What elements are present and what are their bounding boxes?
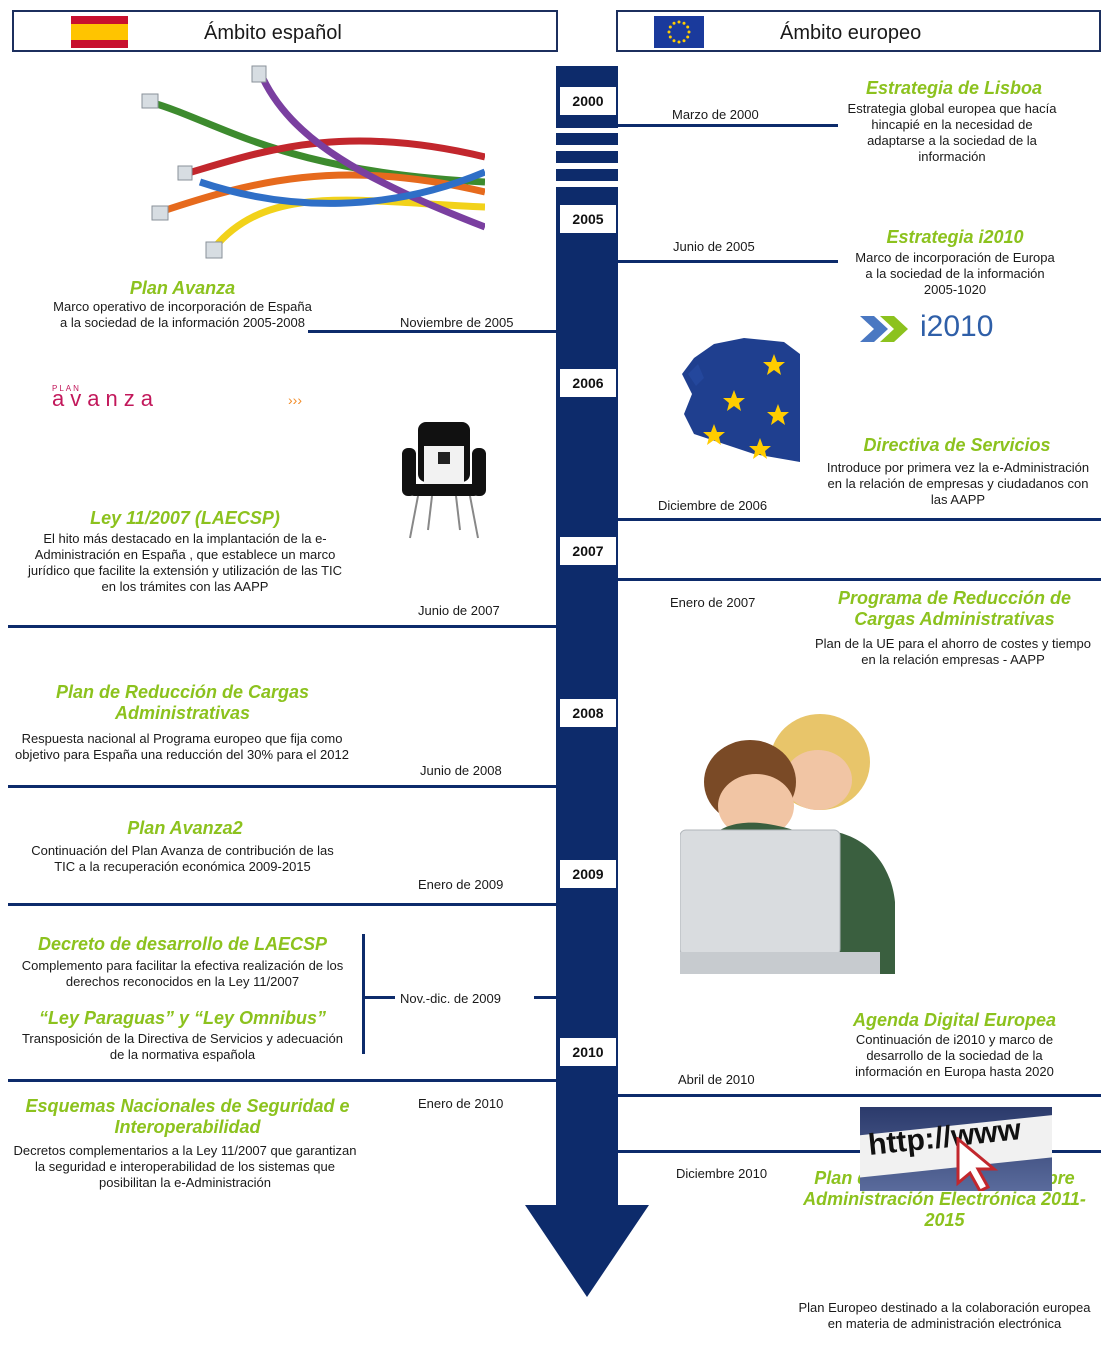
year-2005: 2005 (558, 203, 618, 235)
european-scope-header: Ámbito europeo (616, 10, 1101, 52)
connector-line (8, 625, 556, 628)
event-description: Decretos complementarios a la Ley 11/200… (13, 1143, 357, 1190)
event-description: Complemento para facilitar la efectiva r… (21, 958, 344, 989)
event-description: Plan de la UE para el ahorro de costes y… (814, 636, 1092, 667)
event-description: Transposición de la Directiva de Servici… (21, 1031, 344, 1062)
connector-line (534, 996, 556, 999)
bracket-line (362, 934, 365, 1054)
network-cables-image (141, 65, 485, 259)
event-description: Introduce por primera vez la e-Administr… (826, 460, 1090, 507)
logo-plan-text: PLAN (52, 384, 81, 393)
event-title: Estrategia de Lisboa (865, 78, 1043, 98)
event-title: Estrategia i2010 (886, 227, 1024, 247)
european-scope-title: Ámbito europeo (780, 22, 922, 44)
event-date: Junio de 2008 (420, 763, 502, 778)
year-2008: 2008 (558, 697, 618, 729)
event-date: Abril de 2010 (678, 1072, 755, 1087)
year-2009: 2009 (558, 858, 618, 890)
http-browser-image: http://www (860, 1107, 1052, 1191)
event-description: Marco operativo de incorporación de Espa… (53, 299, 312, 330)
event-title: Plan Avanza (129, 278, 236, 298)
cursor-arrow-icon (956, 1137, 999, 1191)
event-date: Enero de 2010 (418, 1096, 504, 1111)
spanish-scope-header: Ámbito español (12, 10, 558, 52)
year-2000: 2000 (558, 85, 618, 117)
i2010-logo: i2010 (860, 310, 1020, 348)
connector-line (618, 260, 838, 263)
event-title: Agenda Digital Europea (852, 1010, 1057, 1030)
event-description: Plan Europeo destinado a la colaboración… (798, 1300, 1091, 1331)
event-date: Enero de 2009 (418, 877, 504, 892)
event-title: Plan Avanza2 (127, 818, 243, 838)
event-title: Programa de Reducción de Cargas Administ… (837, 588, 1072, 629)
connector-line (8, 1079, 556, 1082)
event-description: Marco de incorporación de Europa a la so… (855, 250, 1055, 297)
connector-line (365, 996, 395, 999)
i2010-text: i2010 (920, 310, 994, 343)
event-date: Enero de 2007 (670, 595, 756, 610)
connector-line (618, 1150, 1101, 1153)
i2010-chevrons-icon (860, 316, 908, 342)
connector-line (8, 785, 556, 788)
plan-avanza-logo: PLAN avanza ››› (52, 384, 322, 414)
couple-laptop-image (680, 702, 900, 974)
year-2006: 2006 (558, 367, 618, 399)
event-date: Junio de 2007 (418, 603, 500, 618)
eu-flag-icon (654, 16, 704, 48)
timeline-arrow-head (525, 1205, 649, 1297)
event-date: Diciembre de 2006 (658, 498, 768, 513)
event-date: Noviembre de 2005 (400, 315, 514, 330)
event-date: Marzo de 2000 (672, 107, 759, 122)
event-description: Continuación de i2010 y marco de desarro… (855, 1032, 1054, 1079)
event-title: Directiva de Servicios (863, 435, 1051, 455)
event-title: Ley 11/2007 (LAECSP) (90, 508, 280, 528)
event-date: Junio de 2005 (673, 239, 755, 254)
connector-line (618, 578, 1101, 581)
event-title: Decreto de desarrollo de LAECSP (37, 934, 328, 954)
event-description: Respuesta nacional al Programa europeo q… (15, 731, 349, 762)
connector-line (618, 1094, 1101, 1097)
spain-flag-icon (71, 16, 128, 48)
year-2010: 2010 (558, 1036, 618, 1068)
year-2007: 2007 (558, 535, 618, 567)
connector-line (618, 124, 838, 127)
event-date: Nov.-dic. de 2009 (400, 991, 501, 1006)
event-description: Continuación del Plan Avanza de contribu… (31, 843, 334, 874)
europe-map-image (682, 338, 800, 462)
connector-line (618, 518, 1101, 521)
event-title: Plan de Reducción de Cargas Administrati… (55, 682, 310, 723)
event-title: “Ley Paraguas” y “Ley Omnibus” (38, 1008, 327, 1028)
spanish-scope-title: Ámbito español (204, 22, 342, 44)
event-title: Esquemas Nacionales de Seguridad e Inter… (25, 1096, 350, 1137)
logo-avanza-text: avanza (52, 386, 159, 411)
connector-line (308, 330, 556, 333)
connector-line (8, 903, 556, 906)
event-description: Estrategia global europea que hacía hinc… (847, 101, 1057, 164)
logo-arrows: ››› (288, 392, 302, 408)
office-chair-image (402, 422, 486, 539)
event-description: El hito más destacado en la implantación… (27, 531, 343, 594)
event-date: Diciembre 2010 (676, 1166, 768, 1181)
